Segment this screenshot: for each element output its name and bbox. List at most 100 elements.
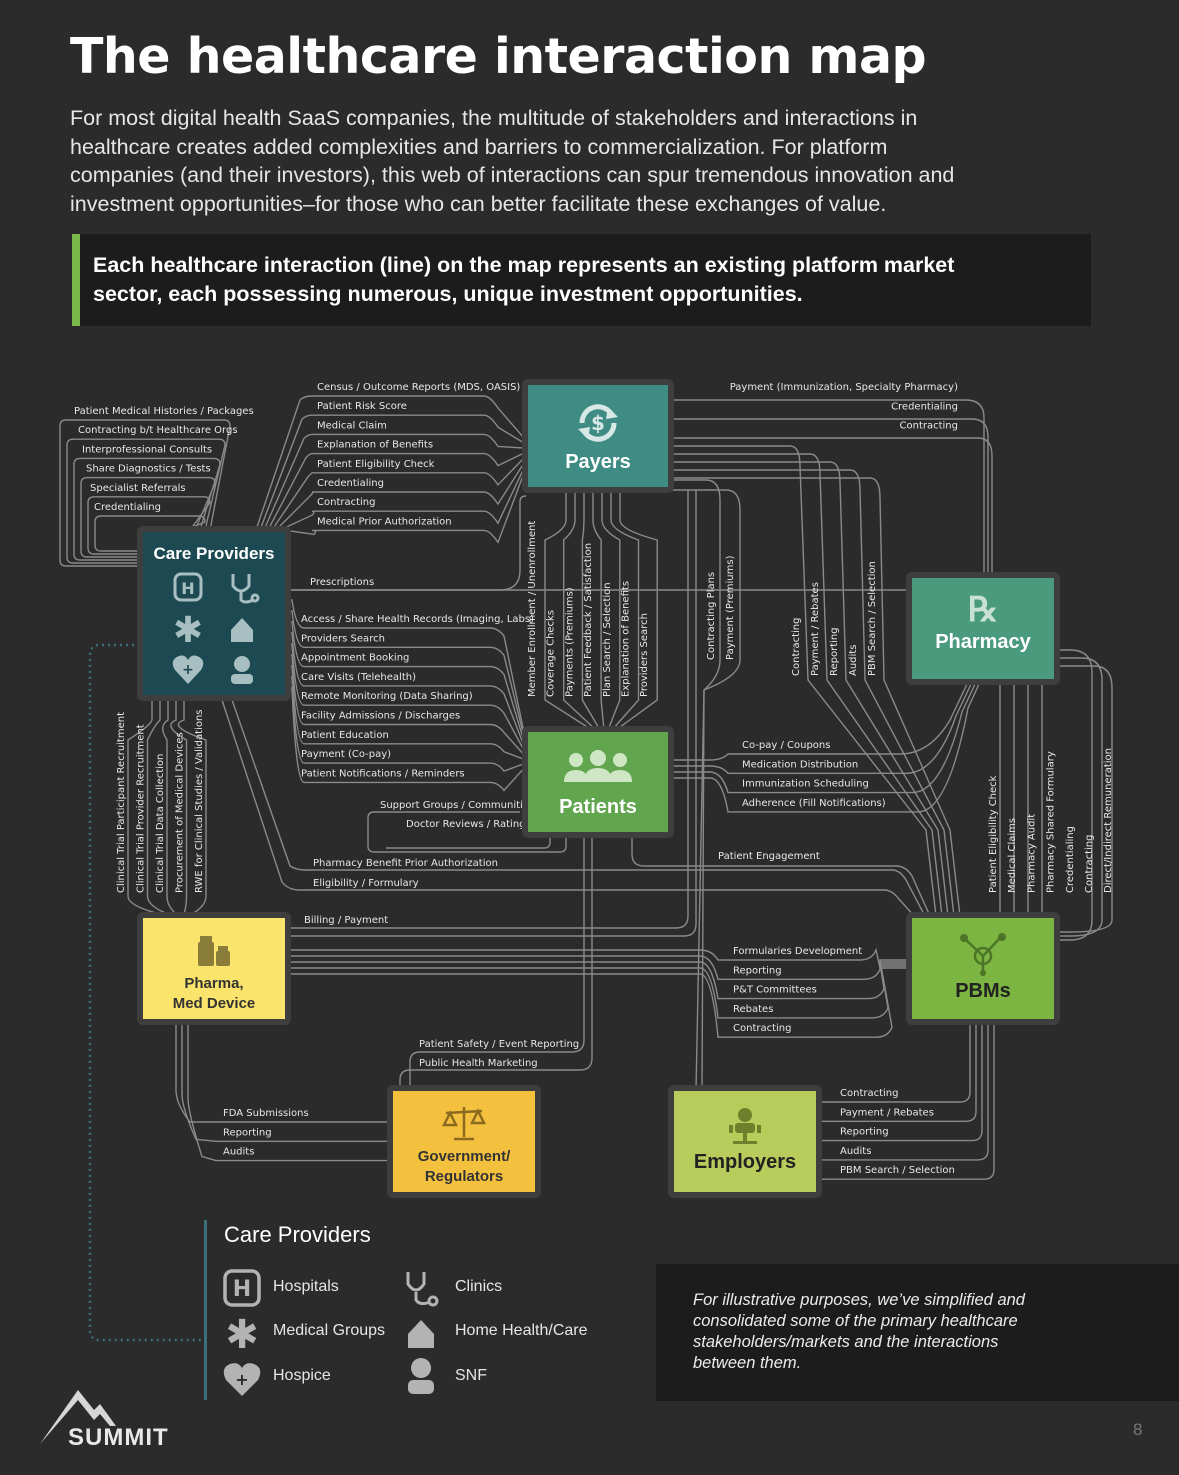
interaction-label: Patient Medical Histories / Packages [74,406,254,417]
interaction-line [271,457,525,531]
note-line: consolidated some of the primary healthc… [693,1312,1018,1330]
interaction-label: PBM Search / Selection [840,1165,955,1176]
interaction-label: Pharmacy Benefit Prior Authorization [313,858,498,869]
interaction-line [286,610,527,746]
interaction-label: Interprofessional Consults [82,444,212,455]
interaction-label: Patient Education [301,730,389,741]
interaction-line [615,490,658,731]
interaction-label: Payment (Co-pay) [301,749,391,760]
interaction-line [670,453,943,917]
pharma-label-line: Med Device [172,995,256,1012]
svg-text:$: $ [591,411,605,435]
care-providers-node[interactable]: Care Providers H ✱ + [137,526,291,701]
interaction-line [286,947,910,969]
interaction-label: Doctor Reviews / Ratings [406,819,531,830]
interaction-label: RWE for Clinical Studies / Validations [194,709,205,893]
interaction-label: Pharmacy Shared Formulary [1046,751,1057,893]
interaction-label: Explanation of Benefits [621,581,632,697]
interaction-label: Appointment Booking [301,653,409,664]
nurse-icon [231,656,253,684]
legend-medical-groups: Medical Groups [273,1322,386,1339]
interaction-line [286,495,527,591]
interaction-label: Patient Eligibility Check [988,775,999,893]
intro-text: For most digital health SaaS companies, … [70,104,1080,218]
intro-line: For most digital health SaaS companies, … [70,106,918,130]
pbms-node[interactable]: PBMs [906,912,1060,1025]
interaction-line [670,461,949,917]
interaction-line [670,479,721,1091]
interaction-label: Support Groups / Communities [380,800,534,811]
payers-node[interactable]: $ Payers [522,379,674,493]
nurse-icon [408,1358,434,1394]
interaction-label: Pharmacy Audit [1026,814,1037,893]
interaction-line [177,700,207,915]
care-providers-label: Care Providers [153,544,275,563]
interaction-label: Explanation of Benefits [317,440,433,451]
interaction-label: Coverage Checks [546,610,557,697]
interaction-label: Share Diagnostics / Tests [86,464,211,475]
interaction-label: Providers Search [639,613,650,697]
interaction-line [286,490,697,937]
interaction-line [286,621,527,749]
legend-title: Care Providers [224,1222,371,1247]
hospital-icon [173,572,203,602]
disclaimer-note: For illustrative purposes, we’ve simplif… [656,1264,1179,1401]
intro-line: investment opportunities–for those who c… [70,191,887,216]
interaction-line [231,699,927,919]
government-node[interactable]: Government/ Regulators [387,1085,541,1198]
interaction-label: Patient Engagement [718,851,820,862]
interaction-line [80,476,216,558]
interaction-line [670,489,741,1091]
interaction-line [601,490,621,731]
rx-icon: ℞ [967,590,999,630]
interaction-line [409,836,585,1090]
page-title: The healthcare interaction map [70,28,927,85]
interaction-line [399,836,593,1090]
interaction-label: Eligibility / Formulary [313,878,419,889]
legend-icons: H ✱ + [223,1269,439,1396]
interaction-label: Contracting [317,497,375,508]
svg-text:+: + [235,1370,248,1389]
pharma-label-line: Pharma, [184,975,244,992]
note-line: stakeholders/markets and the interaction… [693,1333,999,1351]
pharma-node[interactable]: Pharma, Med Device [137,912,291,1025]
interaction-label: Public Health Marketing [419,1058,538,1069]
interaction-label: Reporting [223,1127,272,1138]
interaction-label: Formularies Development [733,946,862,957]
interaction-line [818,1022,983,1142]
interaction-line [286,490,689,929]
pharma-label: Pharma, Med Device [143,974,285,1014]
page-number: 8 [1133,1420,1143,1439]
svg-text:H: H [233,1277,251,1302]
interaction-line [279,467,525,531]
interaction-label: Clinical Trial Data Collection [155,754,166,893]
interaction-line [146,700,169,915]
interaction-label: Clinical Trial Provider Recruitment [136,724,147,893]
interaction-label: Patient Safety / Event Reporting [419,1039,579,1050]
interaction-label: Specialist Referrals [90,483,186,494]
interaction-label: Audits [840,1146,871,1157]
patients-node[interactable]: Patients [522,726,674,838]
interaction-line [162,700,177,915]
interaction-label: P&T Committees [733,985,817,996]
government-label: Government/ Regulators [393,1147,535,1187]
medical-asterisk-icon: ✱ [173,610,203,651]
dollar-cycle-icon: $ [578,404,618,442]
interaction-line [267,452,525,531]
brand-wordmark: SUMMIT [68,1424,169,1451]
pharmacy-node[interactable]: ℞ Pharmacy [906,572,1060,685]
interaction-label: Contracting [1084,835,1095,893]
heart-plus-icon: + [223,1363,261,1396]
interaction-label: Member Enrollment / Unenrollment [527,521,538,697]
interaction-line [170,700,188,915]
interaction-line [275,462,525,531]
employers-node[interactable]: Employers [668,1085,822,1198]
interaction-line [66,438,226,564]
intro-line: companies (and their investors), this we… [70,163,955,187]
hospital-icon: H [223,1269,261,1307]
interaction-label: Remote Monitoring (Data Sharing) [301,691,473,702]
interaction-label: Contracting [791,618,802,676]
interaction-label: Access / Share Health Records (Imaging, … [301,614,534,625]
interaction-line [263,433,525,531]
interaction-label: Medical Claims [1007,818,1018,893]
